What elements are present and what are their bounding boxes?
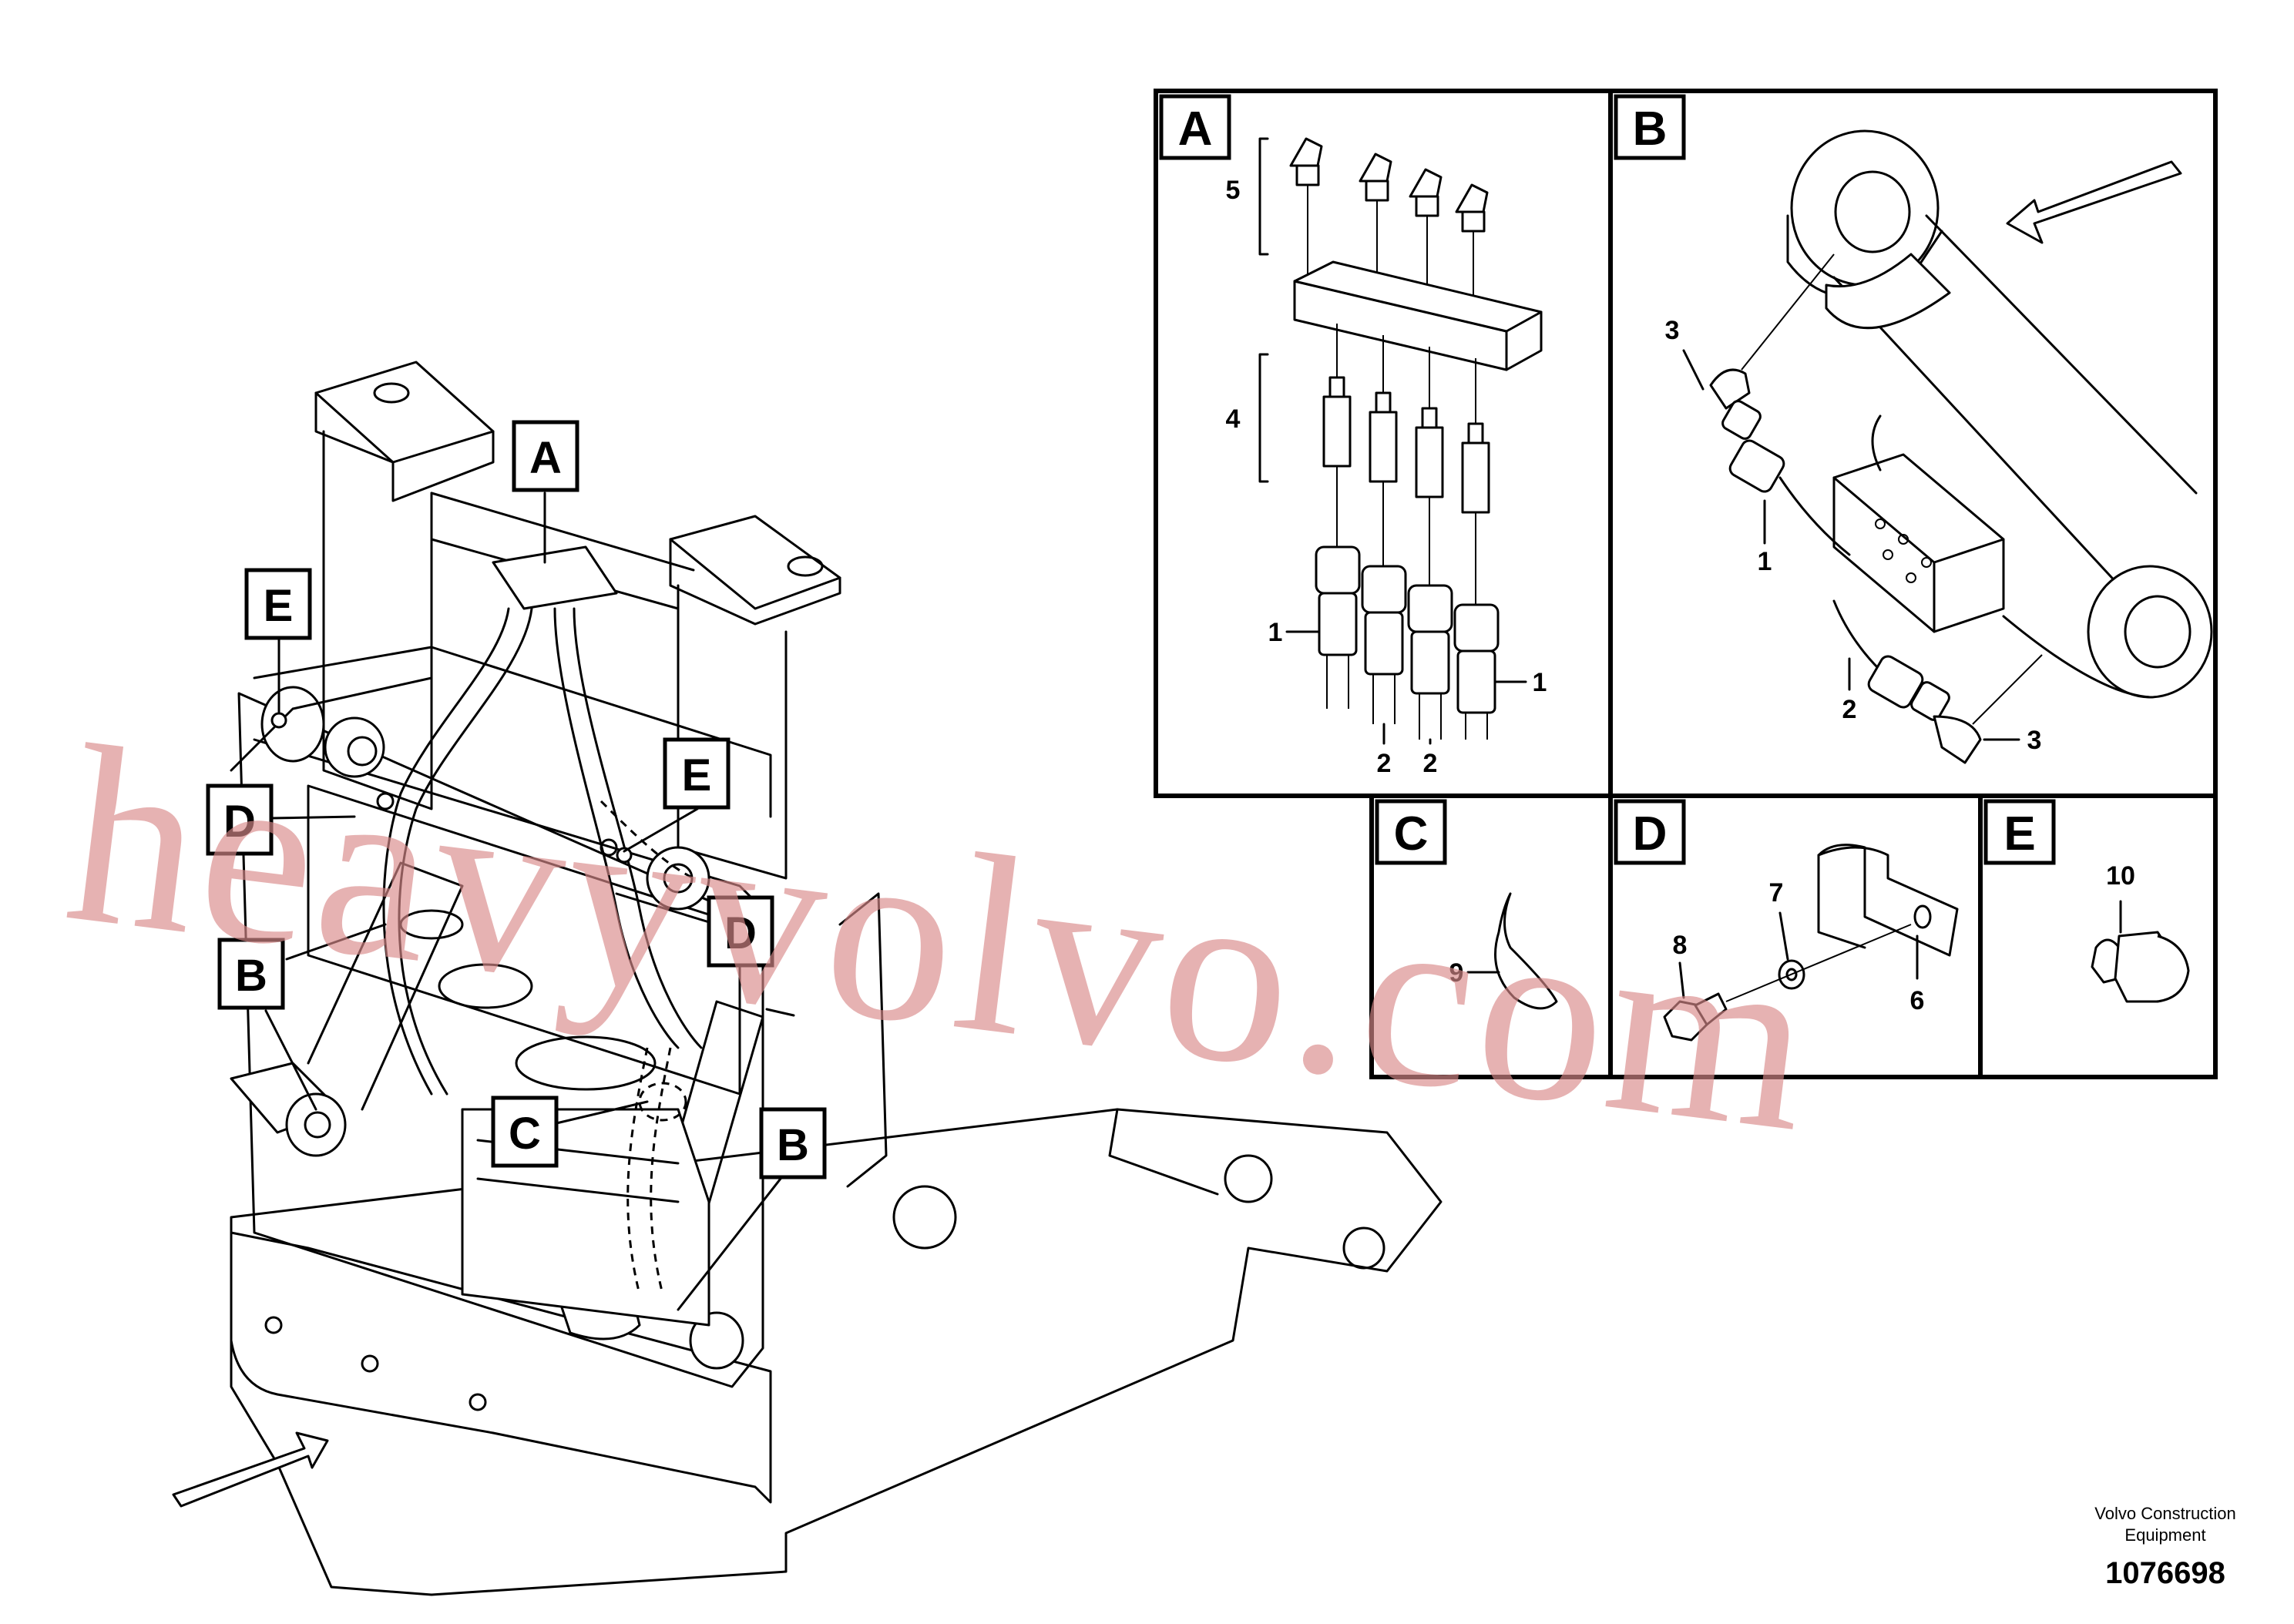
panel-d-number-8: 8 xyxy=(1673,931,1688,960)
panel-c-label: C xyxy=(1394,807,1429,861)
detail-panel-c: C 9 xyxy=(1375,799,1558,1010)
callout-d-left: D xyxy=(206,783,274,856)
footer-line2: Equipment xyxy=(2124,1525,2205,1545)
panel-a-number-1-left: 1 xyxy=(1268,618,1283,647)
footer-block: Volvo Construction Equipment 1076698 xyxy=(2094,1504,2235,1590)
panel-b-number-1: 1 xyxy=(1758,547,1772,576)
detail-panel-a: A 5 4 xyxy=(1159,94,1547,778)
panel-c-number-9: 9 xyxy=(1449,958,1464,988)
callout-c: C xyxy=(491,1096,559,1168)
callout-e-right-label: E xyxy=(682,750,712,800)
detail-panel-d: D 6 7 8 xyxy=(1614,799,1959,1042)
grease-nipples-row xyxy=(1289,137,1489,233)
detail-panel-b: B 3 1 xyxy=(1614,94,2213,764)
detail-panel-e: E 10 xyxy=(1983,799,2190,1003)
callout-b-right: B xyxy=(759,1107,827,1179)
panel-d-number-6: 6 xyxy=(1910,986,1925,1015)
panel-e-number-10: 10 xyxy=(2106,861,2135,891)
panel-b-label: B xyxy=(1633,102,1668,156)
callout-b-right-label: B xyxy=(777,1120,809,1170)
cylinder-drawing xyxy=(1786,129,2213,699)
panel-d-number-7: 7 xyxy=(1769,878,1784,908)
panel-a-number-2-right: 2 xyxy=(1423,749,1438,778)
direction-arrow-main xyxy=(172,1431,329,1508)
panel-e-label: E xyxy=(2003,807,2035,861)
detail-panels-frame xyxy=(1154,89,2218,1079)
callout-d-right: D xyxy=(707,895,774,968)
panel-a-label: A xyxy=(1178,102,1213,156)
panel-a-number-5: 5 xyxy=(1226,176,1241,205)
callout-e-left: E xyxy=(244,568,312,640)
drawing-number: 1076698 xyxy=(2105,1556,2225,1590)
panel-b-number-2: 2 xyxy=(1842,695,1857,724)
panel-a-number-4: 4 xyxy=(1226,404,1241,434)
callout-b-left-label: B xyxy=(235,951,267,1001)
panel-b-number-3-top: 3 xyxy=(1665,316,1680,345)
panel-a-number-2-left: 2 xyxy=(1377,749,1392,778)
callout-d-right-label: D xyxy=(724,908,757,958)
hose-ends-row xyxy=(1315,545,1500,714)
adapters-row xyxy=(1322,376,1490,514)
callout-b-left: B xyxy=(217,938,285,1010)
panel-a-number-1-right: 1 xyxy=(1533,668,1547,697)
footer-line1: Volvo Construction xyxy=(2094,1504,2235,1523)
direction-arrow-b xyxy=(2006,160,2182,244)
callout-d-left-label: D xyxy=(223,797,256,847)
panel-d-label: D xyxy=(1633,807,1668,861)
callout-e-right: E xyxy=(663,737,731,810)
callout-a: A xyxy=(512,420,579,492)
callout-e-left-label: E xyxy=(264,581,294,631)
callout-leaders xyxy=(264,492,795,1311)
panel-b-number-3-bottom: 3 xyxy=(2027,726,2042,755)
callout-c-label: C xyxy=(509,1109,541,1159)
callout-a-label: A xyxy=(529,433,562,483)
